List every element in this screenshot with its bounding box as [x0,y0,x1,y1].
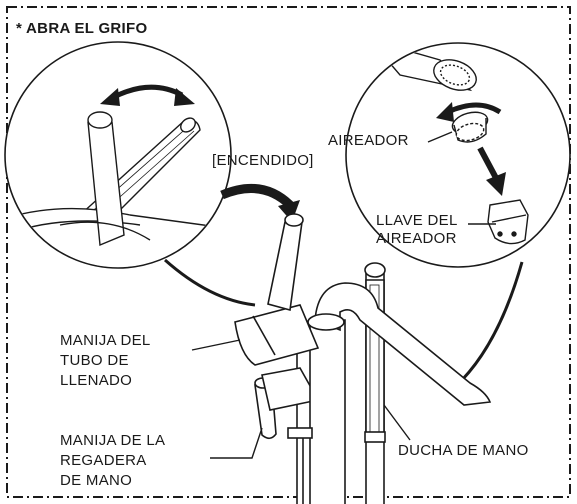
leader-manija-tubo [191,339,241,351]
label-manija-tubo-line1: MANIJA DEL [60,332,151,349]
unscrew-arrow-icon [446,102,502,115]
leader-manija-regadera [210,427,263,459]
label-manija-regadera-line2: REGADERA [60,452,147,469]
down-arrow-icon [477,146,499,180]
leader-aireador [427,131,453,143]
aerator-detail-circle [345,42,571,382]
label-manija-tubo-line3: LLENADO [60,372,133,389]
label-ducha: DUCHA DE MANO [398,442,529,459]
label-aireador: AIREADOR [328,132,409,149]
leader-ducha [383,404,411,441]
handle-detail-circle [4,41,256,307]
label-manija-regadera-line3: DE MANO [60,472,133,489]
aerator-icon [451,111,489,143]
label-manija-regadera-line1: MANIJA DE LA [60,432,166,449]
label-llave-line2: AIREADOR [376,230,457,247]
label-manija-tubo-line2: TUBO DE [60,352,129,369]
label-encendido: [ENCENDIDO] [212,152,314,169]
label-llave-line1: LLAVE DEL [376,212,458,229]
instruction-note: * ABRA EL GRIFO [16,20,148,37]
turn-on-arrow-icon [220,184,294,209]
dashed-border [6,6,571,498]
aerator-key-icon [487,199,529,245]
tub-filler-faucet [234,213,492,504]
